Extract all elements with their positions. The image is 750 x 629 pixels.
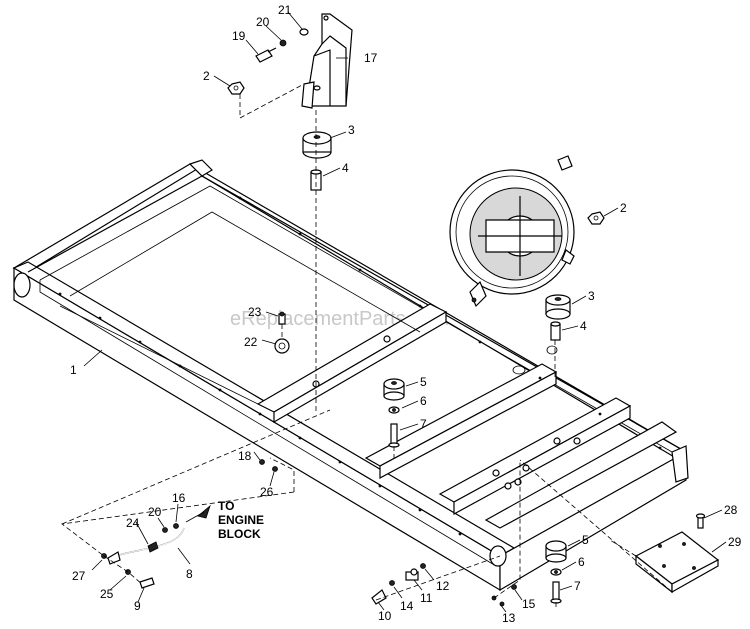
screw-10 [371,589,387,605]
screw-24 [147,541,159,553]
callout-6-right: 6 [578,555,585,569]
callout-8: 8 [186,567,193,581]
hardware-parts [101,28,720,607]
valve-11 [405,568,419,581]
callout-9: 9 [134,599,141,613]
callout-1: 1 [70,363,77,377]
callout-3-top: 3 [348,123,355,137]
callout-17: 17 [364,51,378,65]
callout-23: 23 [248,305,262,319]
assembly-lines [60,83,673,608]
nut-12 [420,563,426,569]
callout-18: 18 [238,449,252,463]
callout-25: 25 [100,587,114,601]
callout-20-lower: 20 [148,505,162,519]
plate-29 [634,531,720,594]
base-frame [12,159,689,592]
washer-14 [389,580,395,586]
flywheel-housing [449,155,575,308]
isolator-3-top [302,131,332,159]
bolt-7-right [550,581,562,604]
callout-2-top: 2 [203,69,210,83]
clamp-22 [274,338,290,354]
nut-26 [272,466,278,472]
callout-11: 11 [420,591,433,605]
note-line-2: ENGINE [218,513,264,527]
washer-20 [279,39,287,47]
callout-labels: 1 2 2 3 3 4 4 5 5 6 6 7 7 8 9 10 11 12 1… [70,3,742,625]
isolator-5-right [545,540,567,563]
nut-2-right [587,211,605,225]
callout-19: 19 [232,29,246,43]
callout-29: 29 [728,535,742,549]
callout-2-right: 2 [620,201,627,215]
bolt-7-center [388,423,400,448]
screw-19 [255,47,277,63]
note-line-3: BLOCK [218,527,261,541]
washer-21 [299,28,309,36]
mounting-bracket [301,13,353,109]
callout-13: 13 [502,611,516,625]
isolator-3-right [545,294,571,320]
nut-2-top [227,81,245,95]
callout-4-top: 4 [342,161,349,175]
callout-20-top: 20 [256,15,270,29]
screw-23 [278,311,286,325]
fitting-16 [173,523,179,529]
washer-15 [511,584,517,590]
callout-12: 12 [436,579,450,593]
callout-5-right: 5 [582,533,589,547]
callout-27: 27 [72,569,86,583]
callout-21: 21 [278,3,292,17]
screw-9 [139,577,155,589]
callout-5-center: 5 [420,375,427,389]
screw-28 [695,513,706,529]
drain-hose-8 [107,527,185,565]
callout-4-right: 4 [580,319,587,333]
leader-lines [83,11,727,613]
callout-3-right: 3 [588,289,595,303]
callout-6-center: 6 [420,394,427,408]
callout-14: 14 [400,599,414,613]
callout-24: 24 [126,516,140,530]
callout-26: 26 [260,485,274,499]
callout-10: 10 [378,609,392,623]
engine-block-note: TO ENGINE BLOCK [218,499,264,541]
note-line-1: TO [218,499,234,513]
screw-18 [259,459,265,465]
callout-7-center: 7 [420,417,427,431]
washer-20-lower [162,527,168,533]
spacer-4-right [550,321,561,341]
callout-7-right: 7 [574,579,581,593]
callout-22: 22 [244,335,258,349]
callout-28: 28 [724,503,738,517]
isolator-5-center [383,378,405,401]
callout-16: 16 [172,491,186,505]
callout-15: 15 [522,597,536,611]
